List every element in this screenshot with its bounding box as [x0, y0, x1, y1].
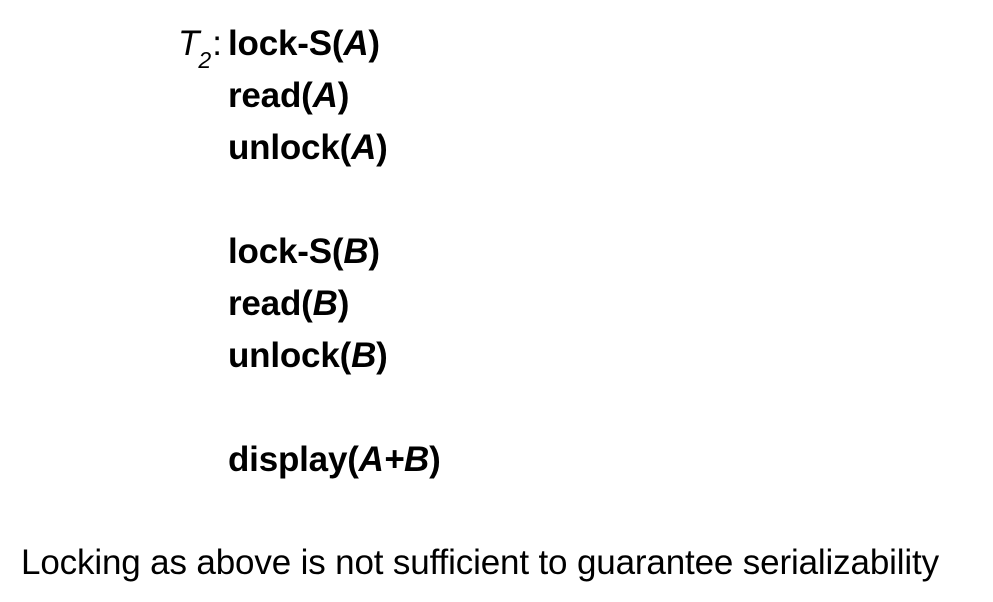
transaction-label-base: T — [178, 24, 200, 63]
paren-open: ( — [301, 76, 313, 115]
operation-argument: A — [312, 76, 338, 115]
code-line-display-a-plus-b: display(A+B) — [228, 434, 778, 486]
code-line-unlock-b: unlock(B) — [228, 330, 778, 382]
paren-open: ( — [331, 24, 344, 63]
paren-open: ( — [347, 440, 359, 479]
operation-name: read — [228, 284, 302, 323]
operation-name: unlock — [228, 128, 340, 167]
paren-open: ( — [339, 128, 352, 167]
code-line-blank — [228, 382, 778, 434]
operation-argument: B — [312, 284, 338, 323]
paren-open: ( — [339, 336, 352, 375]
paren-close: ) — [368, 24, 380, 63]
paren-close: ) — [429, 440, 441, 479]
operation-name: lock-S — [228, 24, 332, 63]
paren-close: ) — [337, 284, 350, 323]
transaction-label: T2: — [178, 18, 222, 73]
code-line-lock-s-a: lock-S(A) — [228, 18, 778, 70]
transaction-code-block: T2: lock-S(A) read(A) unlock(A) lock-S(B… — [178, 18, 778, 486]
transaction-label-subscript: 2 — [198, 47, 212, 73]
operation-argument: B — [351, 336, 377, 375]
transaction-operation-list: lock-S(A) read(A) unlock(A) lock-S(B) re… — [228, 18, 778, 486]
code-line-read-b: read(B) — [228, 278, 778, 330]
operation-argument: A — [351, 128, 377, 167]
operation-name: read — [228, 76, 302, 115]
operation-argument: A+B — [358, 440, 430, 479]
paren-close: ) — [376, 336, 388, 375]
slide-caption: Locking as above is not sufficient to gu… — [21, 543, 939, 582]
paren-open: ( — [301, 284, 313, 323]
code-line-blank — [228, 174, 778, 226]
code-line-unlock-a: unlock(A) — [228, 122, 778, 174]
code-line-read-a: read(A) — [228, 70, 778, 122]
operation-argument: A — [343, 24, 369, 63]
operation-name: lock-S — [228, 232, 332, 271]
operation-name: display — [228, 440, 348, 479]
paren-close: ) — [376, 128, 388, 167]
paren-close: ) — [368, 232, 380, 271]
paren-close: ) — [337, 76, 350, 115]
operation-name: unlock — [228, 336, 340, 375]
transaction-label-colon: : — [212, 24, 222, 63]
code-line-lock-s-b: lock-S(B) — [228, 226, 778, 278]
paren-open: ( — [331, 232, 344, 271]
operation-argument: B — [343, 232, 369, 271]
